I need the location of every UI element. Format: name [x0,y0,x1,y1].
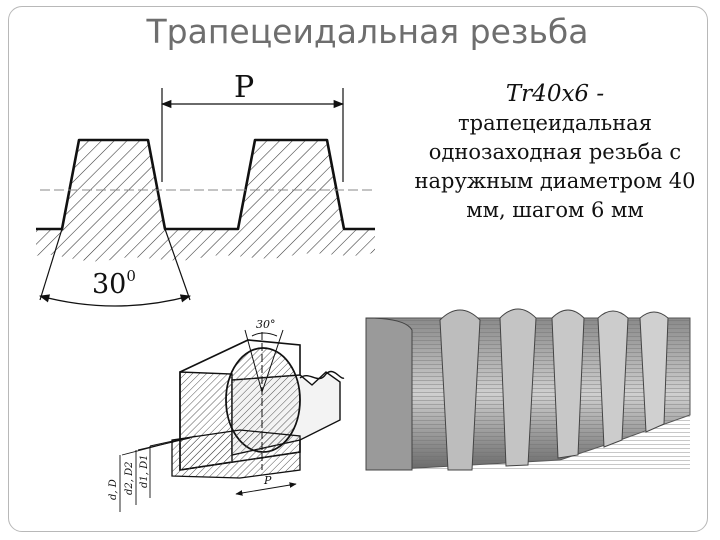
slide-frame [8,6,708,532]
iso-pitch-label: P [263,474,272,487]
description-line: наружным диаметром 40 [414,169,696,193]
photo-tooth [439,309,481,471]
description-line: трапецеидальная [458,111,652,135]
thread-photo [365,308,691,471]
iso-dim-label-d: d, D [108,479,119,500]
thread-profile-section [36,140,375,262]
angle-label: 300 [92,267,136,300]
iso-dim-label-d2: d2, D2 [124,461,135,495]
iso-pitch-dim-line [235,482,297,496]
photo-tooth [639,311,669,433]
angle-extension-line [164,228,191,301]
thread-designation: Tr40x6 - [505,81,605,107]
iso-angle-line [244,329,263,393]
description-line: мм, шагом 6 мм [466,198,644,222]
slide-title: Трапецеидальная резьба [146,12,589,51]
iso-dim-leader [149,435,197,447]
photo-tooth [597,310,629,448]
angle-dimension-arc [38,294,192,307]
photo-tooth [551,309,585,459]
angle-extension-line [39,228,63,301]
iso-angle-arc [251,332,278,337]
description-line: однозаходная резьба с [428,140,682,164]
thread-profile-outline [36,138,375,231]
photo-tooth [499,308,537,467]
iso-thread-crest [299,370,345,380]
iso-dim-label-d1: d1, D1 [139,454,150,488]
photo-end-face [365,317,413,471]
iso-bottom-base [171,429,301,479]
isometric-thread-drawing: 30° d, D d2, D2 d1, D1 P [108,318,345,512]
iso-angle-label: 30° [256,318,276,331]
pitch-label: P [234,70,254,105]
thread-profile-diagram: P 300 [36,70,375,307]
iso-angle-line [261,329,284,393]
iso-dim-leader [137,437,191,451]
thread-description: Tr40x6 - трапецеидальная однозаходная ре… [392,80,718,225]
